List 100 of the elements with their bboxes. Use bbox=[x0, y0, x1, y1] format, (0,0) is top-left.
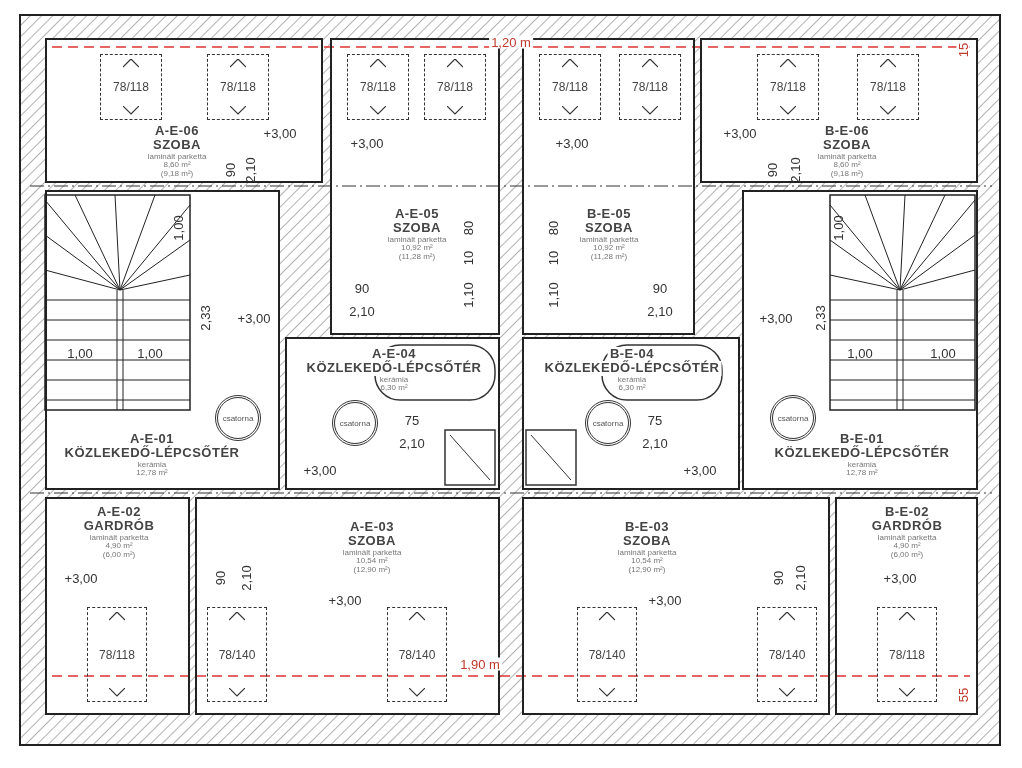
floor-area: 10,54 m² bbox=[356, 557, 388, 567]
dimension-label: 75 bbox=[404, 413, 420, 427]
height-label: 1,90 m bbox=[458, 657, 502, 671]
window-size: 78/140 bbox=[398, 647, 436, 662]
dimension-label: 1,00 bbox=[930, 346, 956, 360]
roof-window bbox=[619, 54, 681, 120]
floor-area: 10,92 m² bbox=[593, 244, 625, 254]
window-size: 78/118 bbox=[99, 647, 135, 662]
floor-area: 4,90 m² bbox=[893, 542, 921, 552]
dimension-label: 2,10 bbox=[349, 304, 375, 318]
gross-area: (6,00 m²) bbox=[102, 551, 136, 560]
dimension-label: 90 bbox=[652, 281, 668, 295]
floor-area: 12,78 m² bbox=[846, 469, 878, 479]
level-label: +3,00 bbox=[328, 593, 362, 607]
floor-finish: kerámia bbox=[379, 375, 409, 384]
room-outline bbox=[835, 497, 978, 715]
window-size: 78/118 bbox=[220, 80, 256, 94]
floor-area: 6,30 m² bbox=[618, 384, 646, 394]
floor-finish: laminált parketta bbox=[147, 152, 207, 162]
roof-window bbox=[757, 607, 817, 702]
floor-finish: laminált parketta bbox=[387, 235, 447, 245]
roof-window bbox=[207, 54, 269, 120]
dimension-label: 2,33 bbox=[813, 305, 827, 331]
dimension-label: 1,00 bbox=[831, 215, 845, 241]
roof-window bbox=[857, 54, 919, 120]
room-outline bbox=[522, 497, 830, 715]
level-label: +3,00 bbox=[723, 126, 757, 140]
dimension-label: 1,00 bbox=[847, 346, 873, 360]
dimension-label: 90 bbox=[354, 281, 370, 295]
floor-area: 4,90 m² bbox=[105, 542, 133, 552]
window-size: 78/140 bbox=[218, 647, 256, 662]
floor-finish: laminált parketta bbox=[877, 533, 937, 543]
drain-label: csatorna bbox=[592, 418, 624, 428]
floor-finish: kerámia bbox=[137, 460, 167, 469]
roof-window bbox=[424, 54, 486, 120]
roof-window bbox=[877, 607, 937, 702]
room-name: KÖZLEKEDŐ-LÉPCSŐTÉR bbox=[304, 361, 484, 376]
roof-window bbox=[207, 607, 267, 702]
level-label: +3,00 bbox=[883, 571, 917, 585]
level-label: +3,00 bbox=[350, 136, 384, 150]
floor-area: 10,54 m² bbox=[631, 557, 663, 567]
room-outline bbox=[45, 190, 280, 490]
floor-finish: laminált parketta bbox=[617, 548, 677, 558]
floor-finish: laminált parketta bbox=[89, 533, 149, 543]
dimension-label: 2,10 bbox=[243, 157, 257, 183]
window-size: 78/118 bbox=[552, 80, 588, 94]
level-label: +3,00 bbox=[237, 311, 271, 325]
roof-window bbox=[539, 54, 601, 120]
room-outline bbox=[522, 38, 695, 335]
dimension-label: 2,10 bbox=[239, 565, 253, 591]
window-size: 78/140 bbox=[588, 647, 626, 662]
gross-area: (6,00 m²) bbox=[890, 551, 924, 560]
window-size: 78/118 bbox=[360, 80, 396, 94]
window-size: 78/118 bbox=[632, 80, 668, 94]
window-size: 78/118 bbox=[437, 80, 473, 94]
dimension-label: 90 bbox=[765, 162, 779, 178]
floor-area: 10,92 m² bbox=[401, 244, 433, 254]
roof-window bbox=[347, 54, 409, 120]
gross-area: (11,28 m²) bbox=[398, 253, 436, 262]
gross-area: (9,18 m²) bbox=[830, 170, 864, 179]
dimension-label: 2,10 bbox=[399, 436, 425, 450]
gross-area: (12,90 m²) bbox=[353, 566, 391, 575]
dimension-label: 90 bbox=[223, 162, 237, 178]
roof-window bbox=[757, 54, 819, 120]
dimension-label: 1,10 bbox=[461, 282, 475, 308]
dimension-label: 90 bbox=[771, 570, 785, 586]
roof-window bbox=[100, 54, 162, 120]
drain-label: csatorna bbox=[339, 418, 371, 428]
dimension-label: 2,33 bbox=[198, 305, 212, 331]
level-label: +3,00 bbox=[683, 463, 717, 477]
window-size: 78/118 bbox=[889, 647, 925, 662]
floor-finish: laminált parketta bbox=[342, 548, 402, 558]
level-label: +3,00 bbox=[263, 126, 297, 140]
drain-circle bbox=[585, 400, 631, 446]
drain-circle bbox=[770, 395, 816, 441]
gross-area: (11,28 m²) bbox=[590, 253, 628, 262]
height-label: 1,20 m bbox=[489, 35, 533, 49]
floor-area: 6,30 m² bbox=[380, 384, 408, 394]
floor-area: 12,78 m² bbox=[136, 469, 168, 479]
dimension-label: 75 bbox=[647, 413, 663, 427]
dimension-label: 80 bbox=[546, 220, 560, 236]
room-outline bbox=[45, 38, 323, 183]
drain-circle bbox=[332, 400, 378, 446]
room-outline bbox=[742, 190, 978, 490]
level-label: +3,00 bbox=[303, 463, 337, 477]
dimension-label: 2,10 bbox=[788, 157, 802, 183]
dimension-label: 1,00 bbox=[67, 346, 93, 360]
floor-area: 8,60 m² bbox=[833, 161, 861, 171]
dimension-label: 90 bbox=[213, 570, 227, 586]
room-name: KÖZLEKEDŐ-LÉPCSŐTÉR bbox=[542, 361, 722, 376]
room-outline bbox=[522, 337, 740, 490]
room-outline bbox=[195, 497, 500, 715]
floor-area: 8,60 m² bbox=[163, 161, 191, 171]
drain-circle bbox=[215, 395, 261, 441]
drain-label: csatorna bbox=[777, 413, 809, 423]
floor-finish: laminált parketta bbox=[579, 235, 639, 245]
window-size: 78/140 bbox=[768, 647, 806, 662]
drain-label: csatorna bbox=[222, 413, 254, 423]
roof-window bbox=[577, 607, 637, 702]
dimension-label: 10 bbox=[546, 250, 560, 266]
